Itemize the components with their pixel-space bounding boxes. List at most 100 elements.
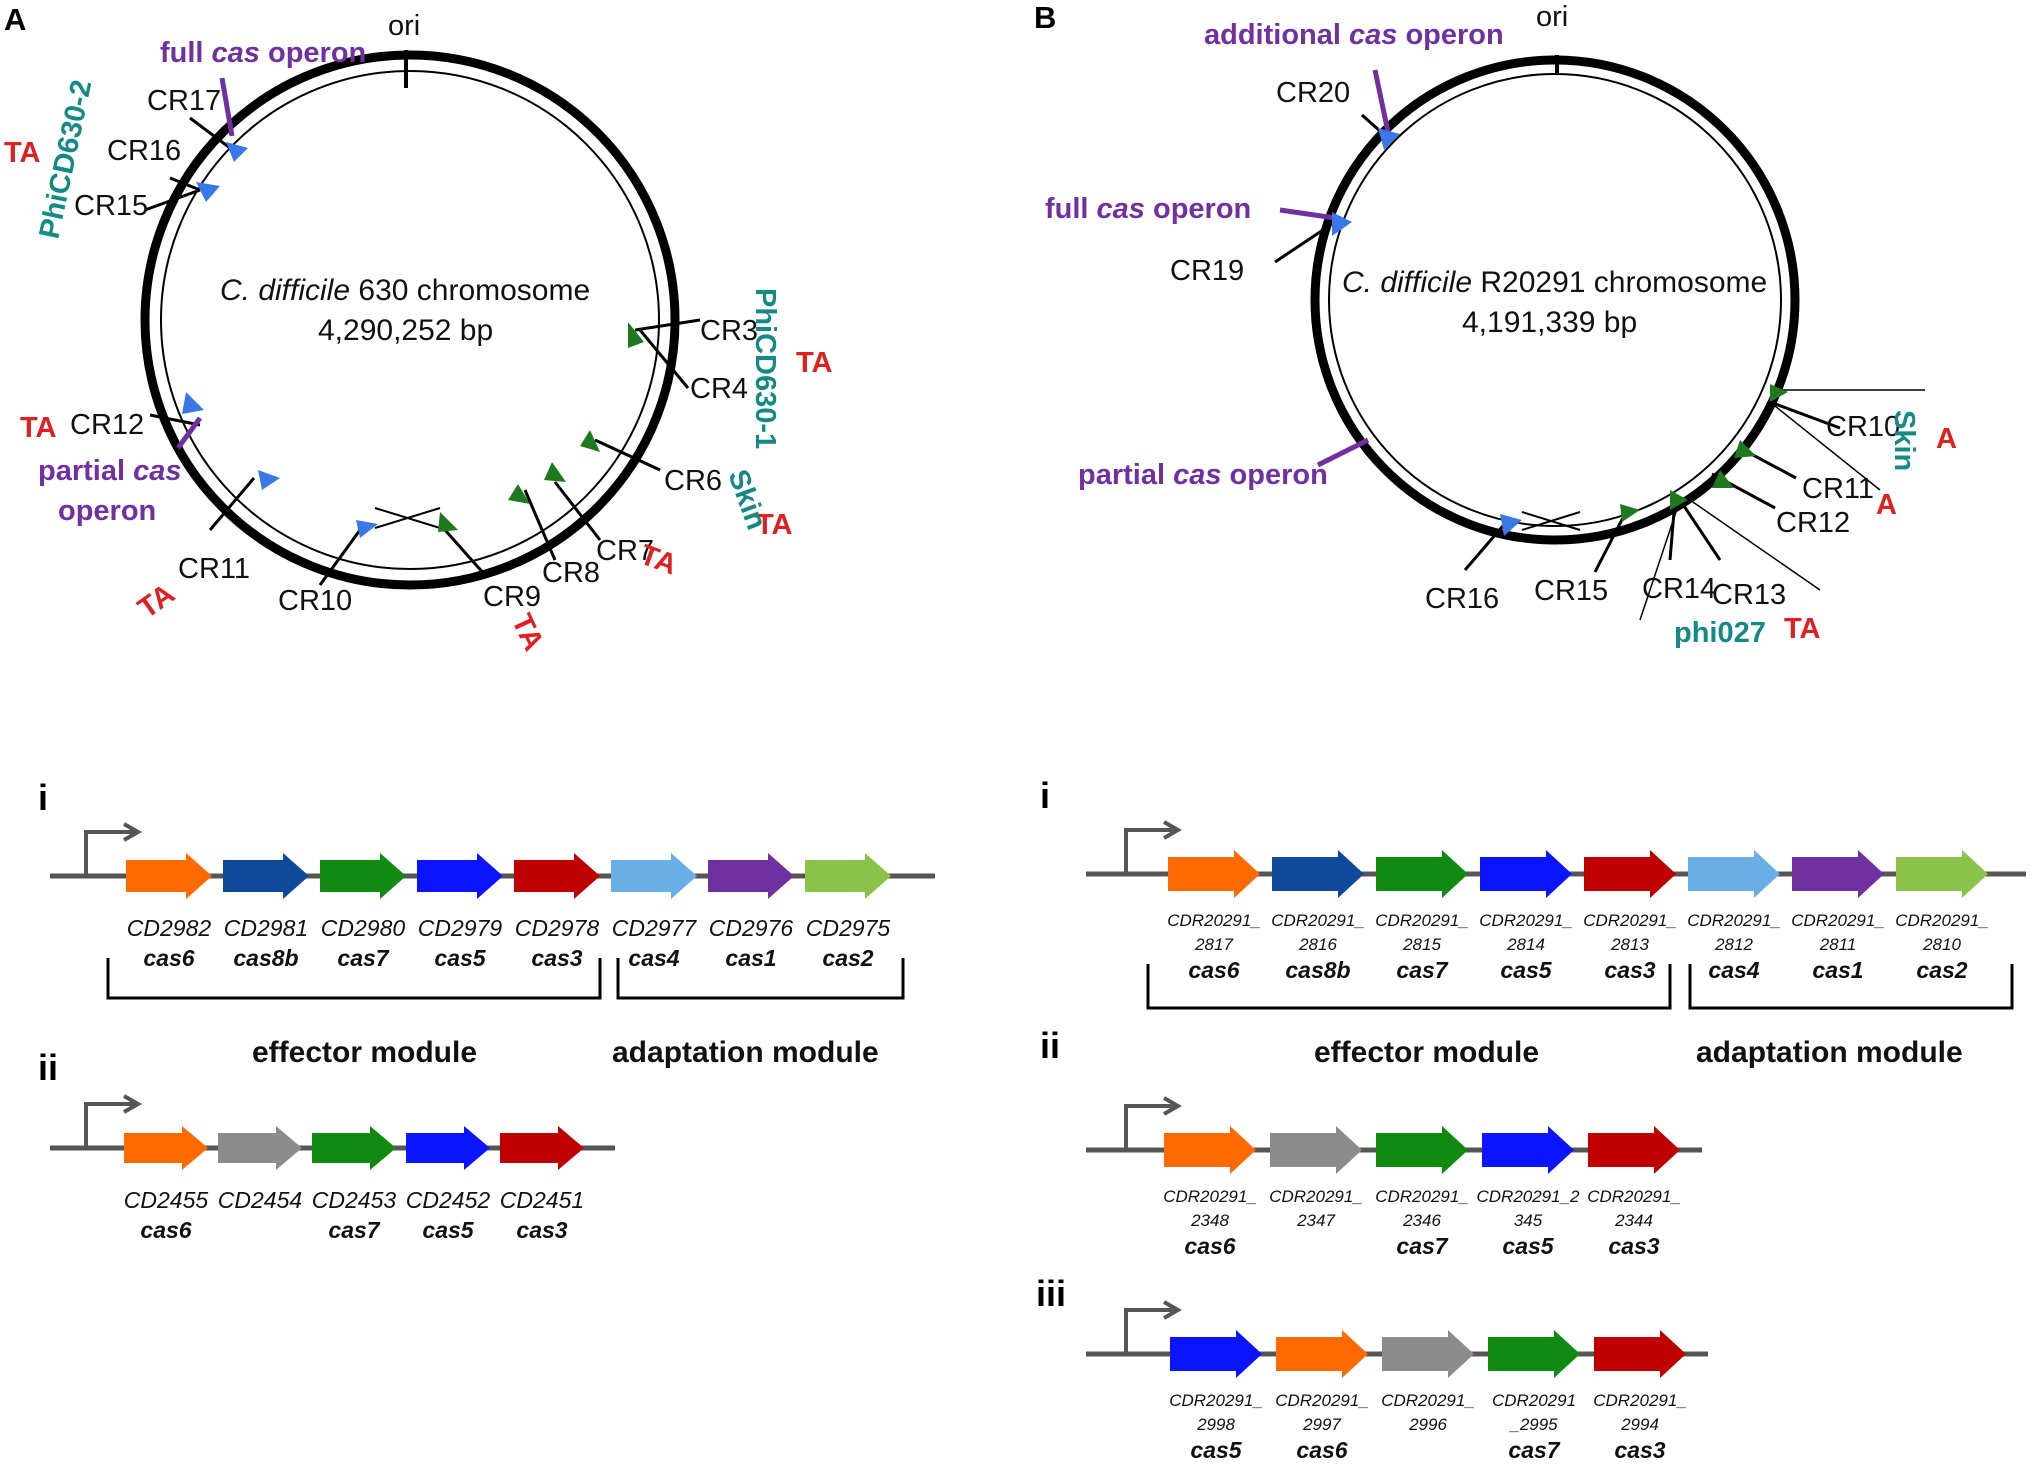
right-i-gene-id-number: 2812 xyxy=(1714,935,1753,954)
right-iii-cas-name: cas5 xyxy=(1190,1437,1242,1463)
cr15-label-b: CR15 xyxy=(1534,575,1608,607)
right-ii-cas-name: cas3 xyxy=(1608,1233,1659,1259)
ta-mark-b: TA xyxy=(1784,613,1821,645)
left-i-gene-arrow xyxy=(611,853,697,899)
left-i-gene-id: CD2980 xyxy=(321,915,406,941)
left-ii-gene-id: CD2452 xyxy=(406,1187,491,1213)
left-ii-cas-name: cas5 xyxy=(422,1217,474,1243)
left-i-gene-arrow xyxy=(708,853,794,899)
cr20-label: CR20 xyxy=(1276,77,1350,109)
right-iii-cas-name: cas6 xyxy=(1296,1437,1347,1463)
left-ii-gene-arrow xyxy=(406,1126,490,1170)
right-iii-label: iii xyxy=(1036,1273,1066,1314)
right-iii-gene-id: CDR20291 xyxy=(1492,1391,1576,1410)
effector-module-label-left: effector module xyxy=(252,1036,477,1069)
cr19-label: CR19 xyxy=(1170,255,1244,287)
left-i-gene-id: CD2975 xyxy=(806,915,891,941)
right-i-gene-id: CDR20291_ xyxy=(1583,911,1677,930)
cr16-label-b: CR16 xyxy=(1425,583,1499,615)
right-ii-promoter xyxy=(1124,1104,1174,1150)
panel-b: B ori C. difficile R20291 chromosome 4,1… xyxy=(1034,0,1957,649)
right-iii-gene-arrow xyxy=(1488,1330,1580,1378)
adaptation-module-label-right: adaptation module xyxy=(1696,1036,1963,1069)
left-i-gene-arrow xyxy=(514,853,600,899)
right-ii-gene-arrow xyxy=(1376,1126,1468,1174)
additional-cas-operon-label: additional cas operon xyxy=(1204,19,1504,51)
left-ii-promoter xyxy=(84,1102,134,1148)
right-ii-cas-name: cas7 xyxy=(1396,1233,1448,1259)
chromosome-outer-a xyxy=(140,50,680,590)
left-i-gene-arrow xyxy=(320,853,406,899)
right-ii-gene-id-number: 2344 xyxy=(1614,1211,1653,1230)
left-ii-label: ii xyxy=(38,1047,58,1088)
prophage-skin: Skin xyxy=(721,465,772,534)
right-iii-promoter-arrowhead xyxy=(1163,1300,1183,1320)
cr12-label: CR12 xyxy=(70,409,144,441)
left-ii-cas-name: cas6 xyxy=(140,1217,191,1243)
right-i-gene-arrow xyxy=(1272,850,1364,898)
right-iii-gene-id: CDR20291_ xyxy=(1381,1391,1475,1410)
right-i-cas-name: cas8b xyxy=(1285,957,1350,983)
right-i-gene-id: CDR20291_ xyxy=(1375,911,1469,930)
right-i-gene-id-number: 2817 xyxy=(1194,935,1233,954)
chromosome-title-b: C. difficile R20291 chromosome xyxy=(1342,266,1767,299)
right-iii-gene-id-number: 2994 xyxy=(1620,1415,1659,1434)
right-ii-gene-arrow xyxy=(1588,1126,1680,1174)
panel-a-label: A xyxy=(4,2,26,37)
right-iii-cas-name: cas7 xyxy=(1508,1437,1560,1463)
right-i-gene-id-number: 2813 xyxy=(1610,935,1649,954)
cr4-label: CR4 xyxy=(690,373,748,405)
right-i-gene-id-number: 2815 xyxy=(1402,935,1441,954)
left-ii-promoter-arrowhead xyxy=(123,1094,143,1114)
left-ii-gene-arrow xyxy=(124,1126,208,1170)
left-i-cas-name: cas1 xyxy=(725,945,776,971)
ta-mark: TA xyxy=(4,137,41,169)
prophage-skin-b: Skin xyxy=(1888,410,1920,471)
ta-mark: TA xyxy=(796,347,833,379)
left-i-label: i xyxy=(38,777,48,818)
left-ii-cas-name: cas3 xyxy=(516,1217,567,1243)
left-ii-gene-id: CD2454 xyxy=(218,1187,302,1213)
chromosome-inner-a xyxy=(160,70,660,570)
chromosome-inner-b xyxy=(1328,73,1782,527)
right-i-cas-name: cas7 xyxy=(1396,957,1448,983)
cr6-label: CR6 xyxy=(664,465,722,497)
right-ii-gene-id-number: 2348 xyxy=(1190,1211,1229,1230)
chromosome-title-a: C. difficile 630 chromosome xyxy=(220,274,590,307)
partial-cas-operon-label-a: partial cas xyxy=(38,455,181,487)
effector-module-label-right: effector module xyxy=(1314,1036,1539,1069)
ta-mark: TA xyxy=(756,509,793,541)
ta-mark: TA xyxy=(20,412,57,444)
cr11-label: CR11 xyxy=(178,553,250,585)
right-i-gene-id: CDR20291_ xyxy=(1479,911,1573,930)
left-i-cas-name: cas7 xyxy=(337,945,389,971)
right-i-cas-name: cas1 xyxy=(1812,957,1863,983)
right-i-gene-arrow xyxy=(1480,850,1572,898)
right-ii-gene-id: CDR20291_ xyxy=(1375,1187,1469,1206)
right-i-cas-name: cas3 xyxy=(1604,957,1655,983)
left-i-cas-name: cas8b xyxy=(233,945,298,971)
cr8-label: CR8 xyxy=(542,557,600,589)
right-iii-gene-id: CDR20291_ xyxy=(1169,1391,1263,1410)
right-i-gene-arrow xyxy=(1376,850,1468,898)
a-mark: A xyxy=(1936,423,1957,455)
right-ii-gene-id-number: 345 xyxy=(1514,1211,1543,1230)
chromosome-size-a: 4,290,252 bp xyxy=(318,314,493,347)
right-iii-gene-arrow xyxy=(1382,1330,1474,1378)
right-iii-gene-arrow xyxy=(1276,1330,1368,1378)
right-i-gene-arrow xyxy=(1688,850,1780,898)
right-i-gene-arrow xyxy=(1168,850,1260,898)
left-i-gene-id: CD2979 xyxy=(418,915,503,941)
cr16-label: CR16 xyxy=(107,135,181,167)
cr9-label: CR9 xyxy=(483,581,541,613)
left-i-gene-arrow xyxy=(805,853,891,899)
right-iii-gene-id: CDR20291_ xyxy=(1593,1391,1687,1410)
right-i-cas-name: cas5 xyxy=(1500,957,1552,983)
chromosome-size-b: 4,191,339 bp xyxy=(1462,306,1637,339)
left-ii-gene-arrow xyxy=(500,1126,584,1170)
right-ii-gene-id: CDR20291_ xyxy=(1163,1187,1257,1206)
left-i-gene-id: CD2981 xyxy=(224,915,308,941)
right-iii-promoter xyxy=(1124,1308,1174,1354)
adaptation-module-label-left: adaptation module xyxy=(612,1036,879,1069)
